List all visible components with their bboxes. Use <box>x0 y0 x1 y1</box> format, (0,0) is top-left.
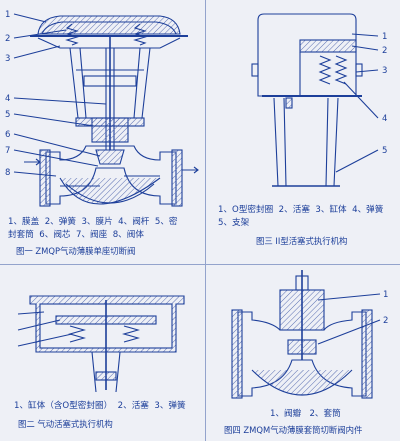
fig2-legend-line2: 5、支架 <box>218 217 249 229</box>
fig1-legend-item: 2、弹簧 <box>44 217 76 227</box>
fig2-callout-3: 3 <box>382 66 387 76</box>
fig1-spring-right <box>133 23 147 46</box>
fig3-legend-item: 2、活塞 <box>117 401 149 411</box>
fig4-title: 图四 ZMQM气动薄膜套筒切断阀内件 <box>224 425 363 435</box>
fig2-legend-item: 3、缸体 <box>315 205 347 215</box>
fig2-bracket <box>273 97 339 187</box>
fig1-callout-8: 8 <box>5 168 10 178</box>
fig1-valve-drawing: 1 2 3 4 5 6 7 8 <box>5 10 199 207</box>
fig1-legend-item: 4、阀杆 <box>118 217 150 227</box>
fig2-callout-2: 2 <box>382 46 387 56</box>
fig4-callout-2: 2 <box>383 316 388 326</box>
fig2-legend-item: 4、弹簧 <box>352 205 384 215</box>
fig2-callout-4: 4 <box>382 114 387 124</box>
fig1-callout-3: 3 <box>5 54 10 64</box>
fig4-disc <box>287 339 317 355</box>
fig4-callout-1: 1 <box>383 290 388 300</box>
fig4-legend-item: 2、套筒 <box>309 409 341 419</box>
fig3-yoke <box>91 351 121 393</box>
fig1-legend-item: 封套筒 <box>8 230 34 240</box>
fig1-callout-1: 1 <box>5 10 10 20</box>
fig2-legend-item: 1、O型密封圈 <box>218 205 274 215</box>
fig3-legend-line1: 1、缸体（含O型密封圈） 2、活塞 3、弹簧 <box>14 400 186 412</box>
fig3-title: 图二 气动活塞式执行机构 <box>18 419 113 429</box>
fig1-valve-core <box>95 149 125 165</box>
fig1-legend-item: 7、阀座 <box>75 230 108 240</box>
vertical-divider <box>205 0 206 441</box>
fig1-legend-item: 8、阀体 <box>112 230 144 240</box>
fig1-callout-2: 2 <box>5 34 10 44</box>
fig1-legend-line2: 封套筒 6、阀芯 7、阀座 8、阀体 <box>8 229 144 241</box>
fig3-spring-right <box>121 325 141 343</box>
fig3-actuator-drawing <box>17 295 185 393</box>
fig3-legend-item: 1、缸体（含O型密封圈） <box>14 401 113 411</box>
fig4-legend-item: 1、阀瓣 <box>270 409 302 419</box>
fig1-legend-item: 6、阀芯 <box>39 230 71 240</box>
fig2-legend-line1: 1、O型密封圈 2、活塞 3、缸体 4、弹簧 <box>218 204 383 216</box>
fig3-legend-item: 3、弹簧 <box>154 401 186 411</box>
fig1-callout-5: 5 <box>5 110 10 120</box>
fig2-cylinder <box>257 13 357 97</box>
fig1-spring-left <box>65 23 79 46</box>
fig1-legend-item: 3、膜片 <box>81 217 113 227</box>
fig4-legend-line1: 1、阀瓣 2、套筒 <box>270 408 341 420</box>
fig1-legend-item: 1、膜盖 <box>8 217 40 227</box>
fig2-legend-item: 5、支架 <box>218 218 250 228</box>
fig2-callout-5: 5 <box>382 146 387 156</box>
fig1-title: 图一 ZMQP气动薄膜单座切断阀 <box>16 246 136 256</box>
fig1-legend-item: 5、密 <box>154 217 178 227</box>
fig2-actuator-drawing: 1 2 3 4 5 <box>251 13 387 187</box>
horizontal-divider <box>0 264 400 265</box>
fig2-spring <box>318 55 332 85</box>
fig1-legend-line1: 1、膜盖 2、弹簧 3、膜片 4、阀杆 5、密 <box>8 216 178 228</box>
fig2-legend-item: 2、活塞 <box>278 205 310 215</box>
fig1-callout-7: 7 <box>5 146 10 156</box>
fig1-callout-4: 4 <box>5 94 10 104</box>
fig2-callout-1: 1 <box>382 32 387 42</box>
fig1-callout-6: 6 <box>5 130 10 140</box>
fig2-title: 图三 II型活塞式执行机构 <box>256 236 348 246</box>
fig1-yoke <box>69 47 151 119</box>
